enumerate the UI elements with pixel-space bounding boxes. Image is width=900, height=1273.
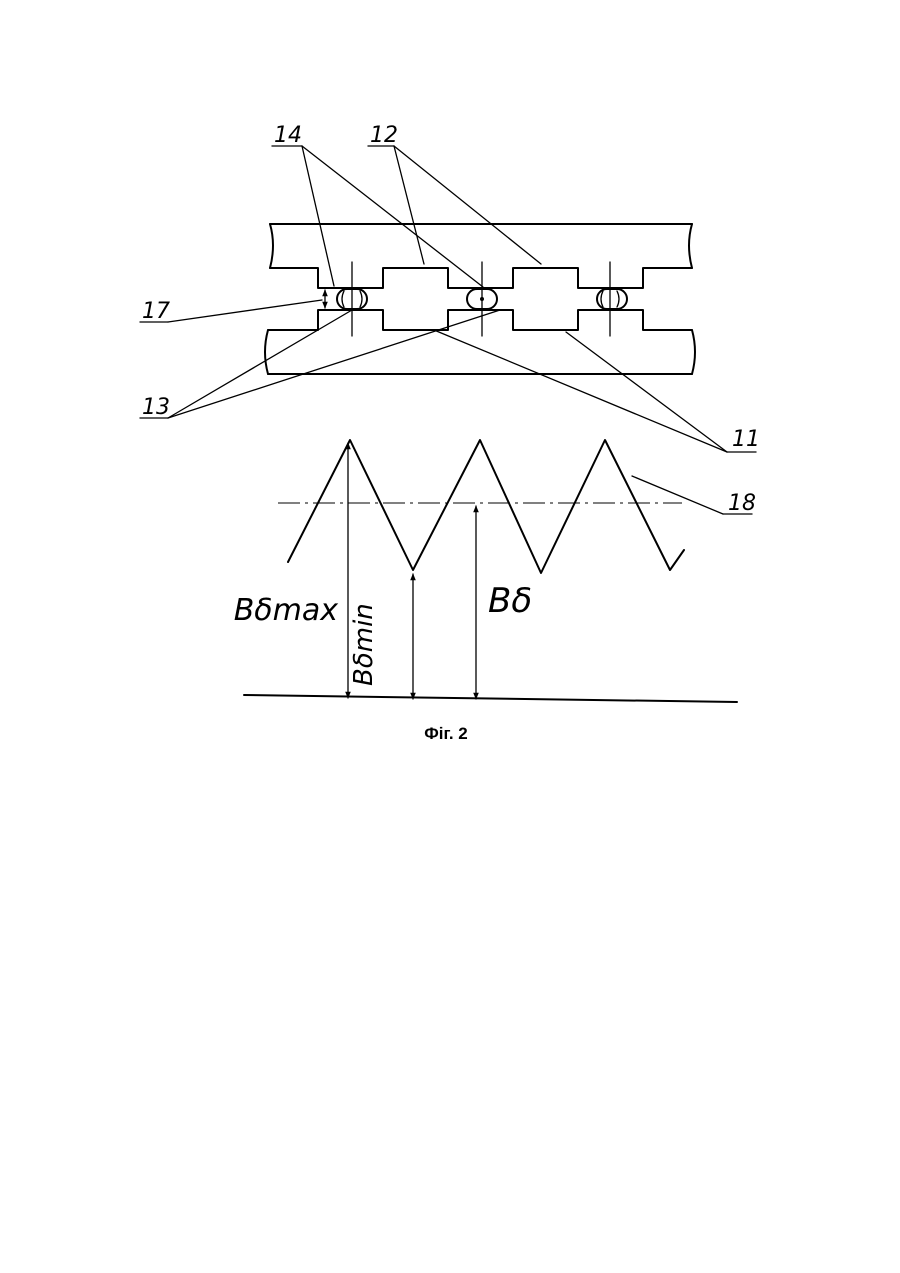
label-18: 18	[728, 491, 756, 516]
dim-label-mean: Bδ	[488, 581, 532, 621]
balls	[337, 262, 627, 336]
label-17: 17	[142, 299, 170, 324]
label-13: 13	[142, 395, 170, 420]
baseline	[244, 695, 737, 702]
label-12: 12	[370, 123, 398, 148]
figure-caption: Фіг. 2	[424, 724, 468, 743]
dim-label-min: Bδmin	[349, 603, 379, 686]
ball-right	[597, 262, 627, 336]
lower-strip	[265, 310, 695, 374]
label-14: 14	[274, 123, 302, 148]
upper-strip	[270, 224, 692, 288]
label-11: 11	[732, 427, 760, 452]
ball-middle	[467, 262, 497, 336]
dim-label-max: Bδmax	[234, 593, 339, 628]
ball-left	[337, 262, 367, 336]
